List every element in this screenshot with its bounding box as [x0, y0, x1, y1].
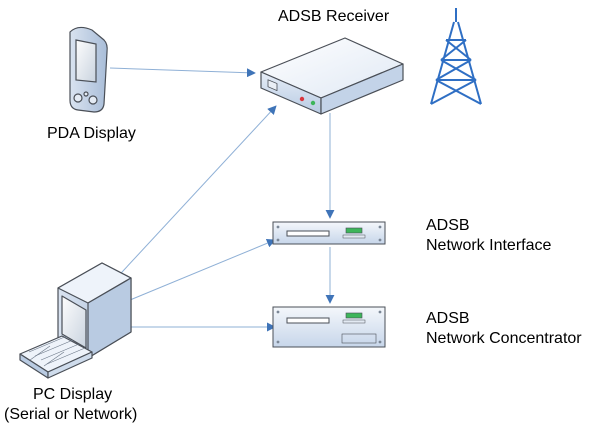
network-concentrator-label-line1: ADSB [426, 310, 470, 327]
connector-pc-to-receiver [109, 105, 277, 286]
connector-pda-to-receiver [109, 67, 256, 78]
keyboard-icon [19, 335, 93, 379]
connector-pc-to-network-interface [129, 238, 276, 301]
pc-display-label-line2: (Serial or Network) [4, 406, 138, 423]
adsb-receiver-device [260, 37, 404, 115]
adsb-network-interface-device [272, 221, 386, 245]
connectors [109, 67, 335, 332]
network-concentrator-label-line2: Network Concentrator [426, 330, 582, 347]
pc-display-label-line1: PC Display [33, 386, 113, 403]
pc-monitor-icon [57, 262, 132, 359]
adsb-network-concentrator-device [272, 306, 386, 348]
network-interface-label-line2: Network Interface [426, 237, 552, 254]
pda-display-label: PDA Display [47, 125, 136, 142]
radio-tower-icon [430, 8, 482, 105]
adsb-receiver-label: ADSB Receiver [278, 8, 390, 25]
pda-device-icon [69, 26, 108, 113]
network-interface-label-line1: ADSB [426, 217, 470, 234]
